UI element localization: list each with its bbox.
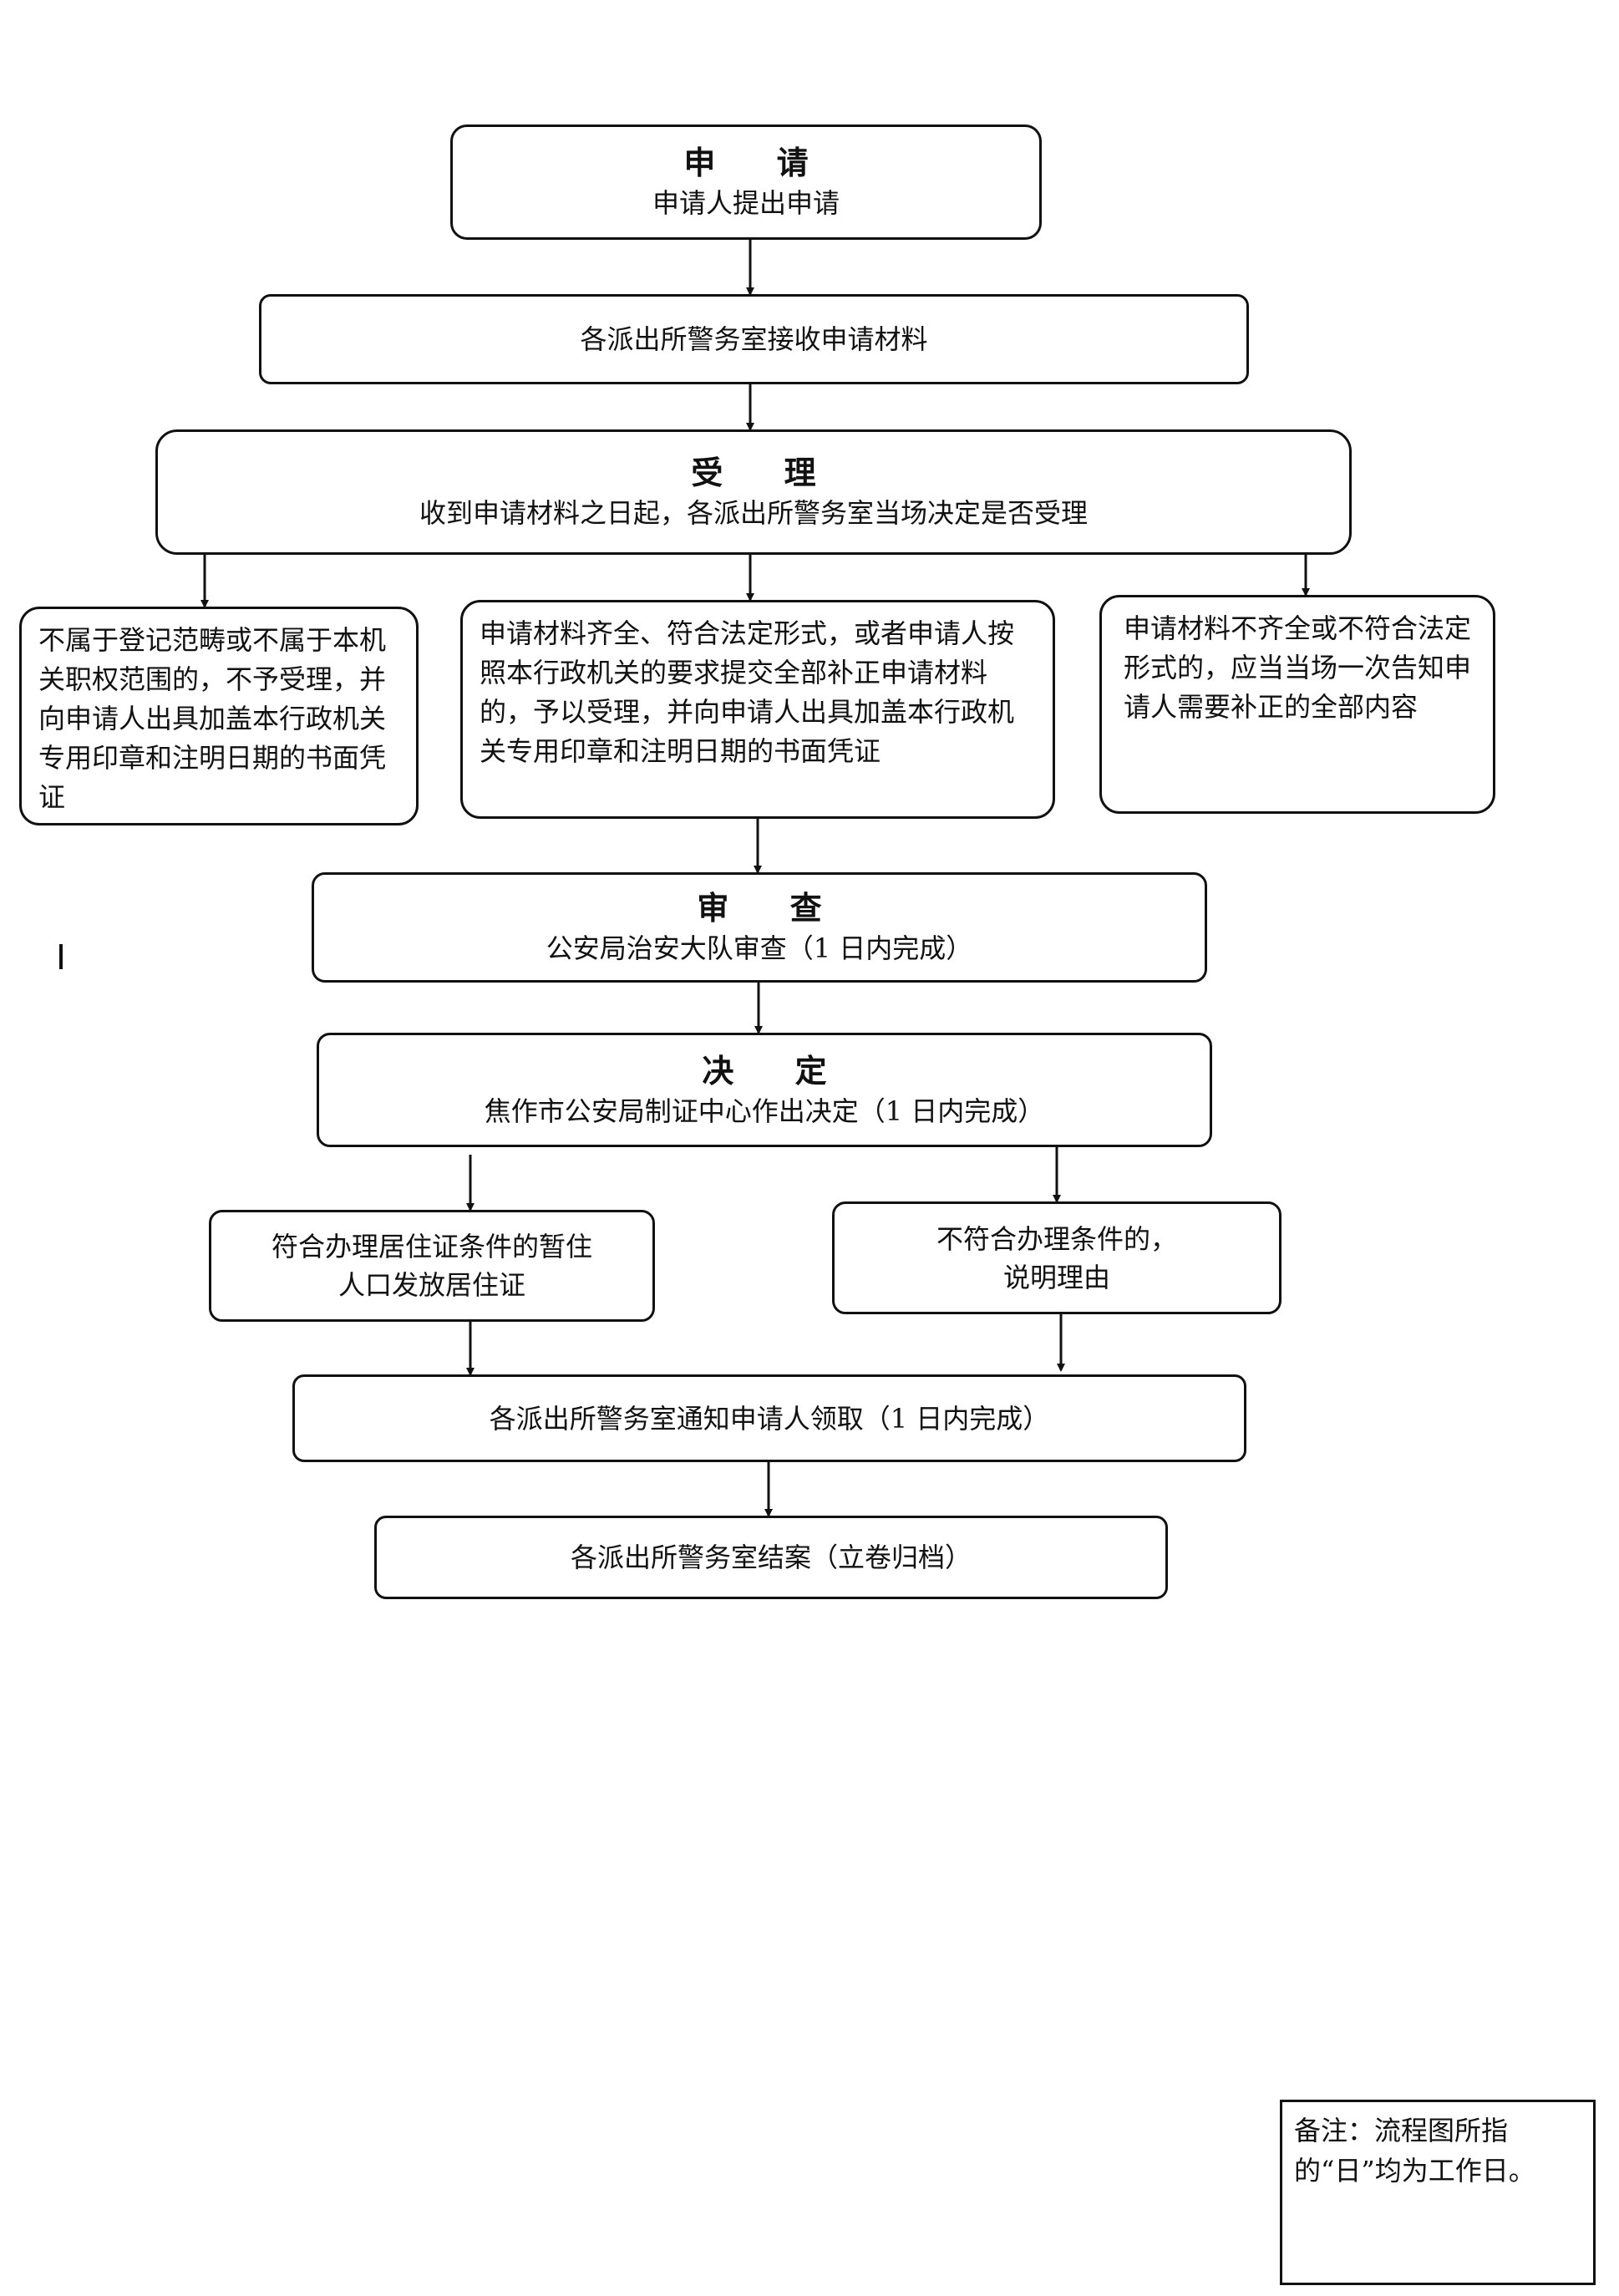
branch-supplement-text: 申请材料不齐全或不符合法定形式的，应当当场一次告知申请人需要补正的全部内容 xyxy=(1124,612,1472,723)
outcome-no-line2: 说明理由 xyxy=(1002,1261,1110,1293)
accept-text: 收到申请材料之日起，各派出所警务室当场决定是否受理 xyxy=(419,497,1088,529)
apply-title: 申 请 xyxy=(683,144,834,181)
receive-box: 各派出所警务室接收申请材料 xyxy=(259,294,1249,384)
close-text: 各派出所警务室结案（立卷归档） xyxy=(570,1542,972,1573)
receive-text: 各派出所警务室接收申请材料 xyxy=(580,323,928,355)
review-title: 审 查 xyxy=(697,889,847,927)
outcome-yes-line2: 人口发放居住证 xyxy=(338,1269,525,1301)
branch-supplement-box: 申请材料不齐全或不符合法定形式的，应当当场一次告知申请人需要补正的全部内容 xyxy=(1099,595,1495,814)
decide-text: 焦作市公安局制证中心作出决定（1 日内完成） xyxy=(484,1095,1045,1127)
review-text: 公安局治安大队审查（1 日内完成） xyxy=(546,932,973,964)
branch-reject-box: 不属于登记范畴或不属于本机关职权范围的，不予受理，并向申请人出具加盖本行政机关专… xyxy=(19,607,419,825)
notify-box: 各派出所警务室通知申请人领取（1 日内完成） xyxy=(292,1374,1246,1462)
branch-accept-text: 申请材料齐全、符合法定形式，或者申请人按照本行政机关的要求提交全部补正申请材料的… xyxy=(480,617,1015,767)
decide-title: 决 定 xyxy=(702,1051,852,1090)
apply-text: 申请人提出申请 xyxy=(652,187,840,219)
outcome-yes-line1: 符合办理居住证条件的暂住 xyxy=(271,1231,592,1262)
outcome-no-box: 不符合办理条件的， 说明理由 xyxy=(832,1201,1281,1314)
footnote-box: 备注：流程图所指的“日”均为工作日。 xyxy=(1280,2100,1596,2285)
review-box: 审 查 公安局治安大队审查（1 日内完成） xyxy=(312,872,1207,983)
branch-accept-box: 申请材料齐全、符合法定形式，或者申请人按照本行政机关的要求提交全部补正申请材料的… xyxy=(460,600,1055,819)
outcome-yes-box: 符合办理居住证条件的暂住 人口发放居住证 xyxy=(209,1210,655,1322)
scan-mark xyxy=(59,944,63,969)
branch-reject-text: 不属于登记范畴或不属于本机关职权范围的，不予受理，并向申请人出具加盖本行政机关专… xyxy=(38,624,387,813)
apply-box: 申 请 申请人提出申请 xyxy=(450,124,1042,240)
decide-box: 决 定 焦作市公安局制证中心作出决定（1 日内完成） xyxy=(317,1033,1212,1147)
accept-box: 受 理 收到申请材料之日起，各派出所警务室当场决定是否受理 xyxy=(155,429,1352,555)
close-box: 各派出所警务室结案（立卷归档） xyxy=(374,1516,1168,1599)
accept-title: 受 理 xyxy=(691,454,841,491)
outcome-no-line1: 不符合办理条件的， xyxy=(936,1222,1177,1255)
footnote-text: 备注：流程图所指的“日”均为工作日。 xyxy=(1294,2115,1535,2187)
notify-text: 各派出所警务室通知申请人领取（1 日内完成） xyxy=(489,1402,1050,1435)
